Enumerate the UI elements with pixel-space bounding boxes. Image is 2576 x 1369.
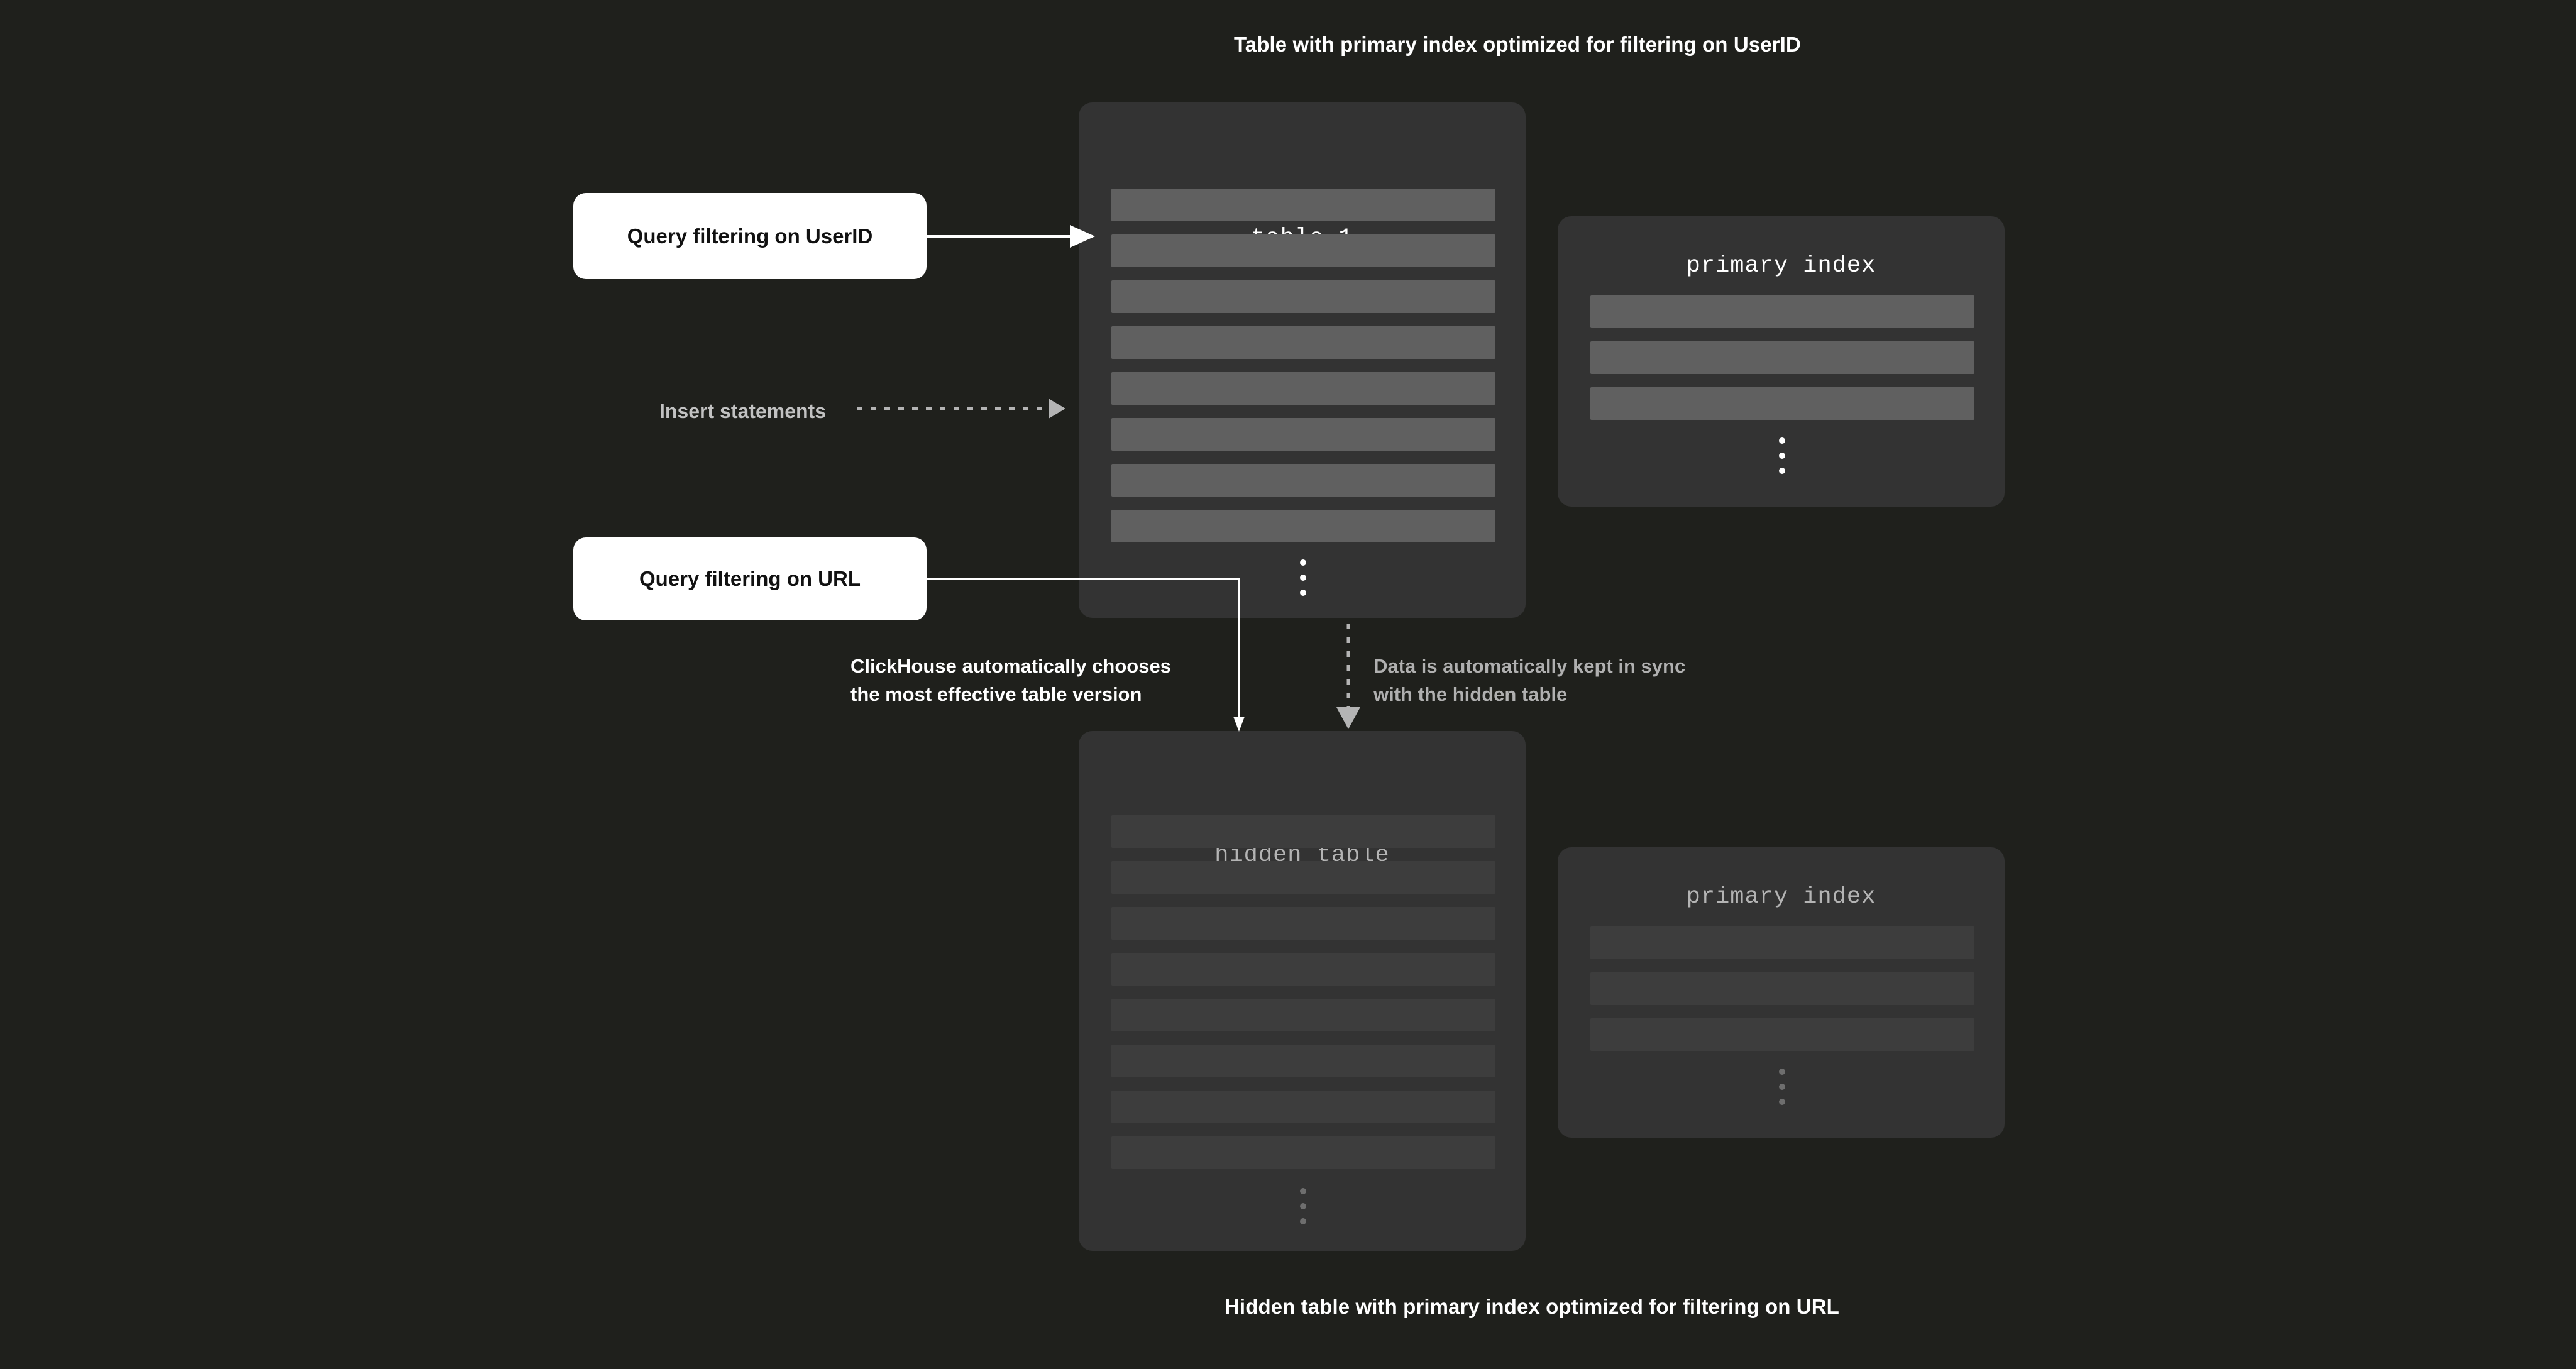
callout-query-filtering-userid[interactable]: Query filtering on UserID (573, 193, 927, 279)
choose-table-version-line-1: ClickHouse automatically chooses (850, 655, 1171, 677)
dashed-arrow-right-icon (857, 399, 1065, 419)
data-sync-line-2: with the hidden table (1373, 683, 1568, 705)
vertical-ellipsis-icon (1300, 559, 1306, 605)
bottom-caption: Hidden table with primary index optimize… (1225, 1295, 1839, 1318)
table-row (1111, 464, 1495, 497)
table-1-card: table 1 (1079, 102, 1526, 618)
table-row (1111, 953, 1495, 986)
dashed-arrow-down-icon (1336, 624, 1360, 729)
table-row (1111, 234, 1495, 267)
table-row (1111, 326, 1495, 359)
table-row (1111, 861, 1495, 894)
table-row (1111, 510, 1495, 542)
table-row (1111, 1091, 1495, 1123)
table-row (1111, 907, 1495, 940)
primary-index-top-card: primary index (1558, 216, 2005, 507)
table-row (1111, 1045, 1495, 1077)
primary-index-bottom-card: primary index (1558, 847, 2005, 1138)
primary-index-top-title: primary index (1686, 253, 1876, 279)
insert-statements-label: Insert statements (659, 400, 826, 422)
choose-table-version-line-2: the most effective table version (850, 683, 1142, 705)
index-row (1590, 972, 1974, 1005)
table-row (1111, 418, 1495, 451)
data-sync-line-1: Data is automatically kept in sync (1373, 655, 1686, 677)
data-sync-label: Data is automatically kept in sync with … (1373, 652, 1685, 708)
index-row (1590, 341, 1974, 374)
primary-index-bottom-title: primary index (1686, 884, 1876, 910)
table-row (1111, 999, 1495, 1031)
vertical-ellipsis-icon (1779, 437, 1785, 483)
hidden-table-card: hidden table (1079, 731, 1526, 1251)
top-caption: Table with primary index optimized for f… (1234, 33, 1801, 56)
callout-query-filtering-url[interactable]: Query filtering on URL (573, 537, 927, 620)
table-row (1111, 372, 1495, 405)
table-row (1111, 280, 1495, 313)
index-row (1590, 1018, 1974, 1051)
vertical-ellipsis-icon (1779, 1069, 1785, 1114)
index-row (1590, 926, 1974, 959)
table-row (1111, 189, 1495, 221)
table-row (1111, 815, 1495, 848)
index-row (1590, 295, 1974, 328)
vertical-ellipsis-icon (1300, 1188, 1306, 1233)
index-row (1590, 387, 1974, 420)
choose-table-version-label: ClickHouse automatically chooses the mos… (850, 652, 1171, 708)
table-row (1111, 1136, 1495, 1169)
